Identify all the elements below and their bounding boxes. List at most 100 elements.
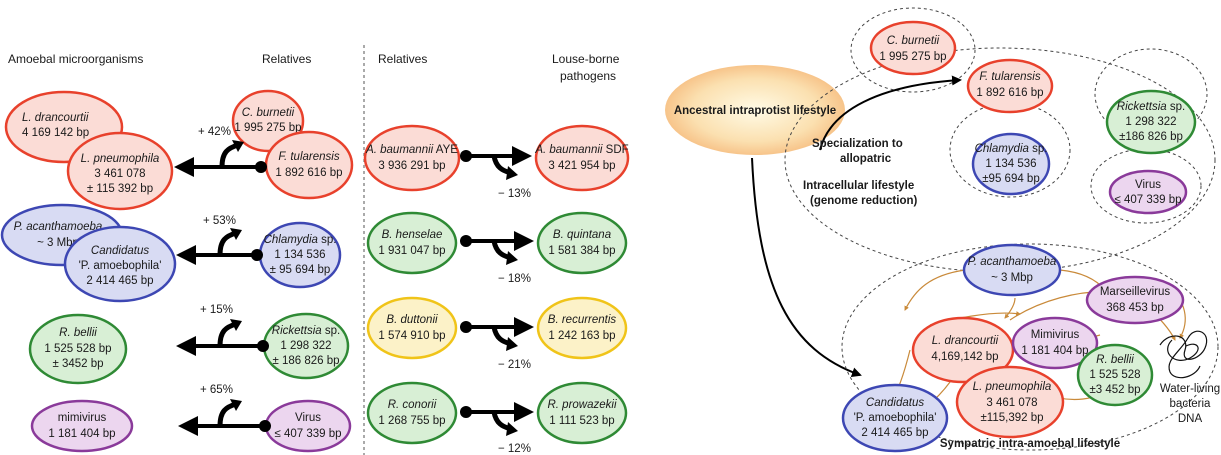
header-louse-borne-2: pathogens xyxy=(560,69,616,83)
water-label-1: Water-living xyxy=(1160,383,1220,395)
node-rickettsia-c: Rickettsia sp. 1 298 322 ±186 826 bp xyxy=(1105,89,1197,155)
svg-text:B. recurrentis: B. recurrentis xyxy=(548,314,617,326)
node-a-baumannii-sdf: A. baumannii SDF 3 421 954 bp xyxy=(534,124,630,192)
loss-arrow-1: − 13% xyxy=(460,146,532,200)
svg-text:1 181 404 bp: 1 181 404 bp xyxy=(1021,345,1088,357)
svg-text:'P. amoebophila': 'P. amoebophila' xyxy=(79,260,162,272)
node-f-tularensis-c: F. tularensis 1 892 616 bp xyxy=(966,58,1054,114)
node-a-baumannii-aye: A. baumannii AYE 3 936 291 bp xyxy=(363,124,461,192)
svg-text:Specialization to: Specialization to xyxy=(812,138,903,150)
svg-text:+ 53%: + 53% xyxy=(203,215,236,227)
svg-text:± 95 694 bp: ± 95 694 bp xyxy=(270,264,331,276)
svg-text:2 414 465 bp: 2 414 465 bp xyxy=(861,427,928,439)
header-relatives-left: Relatives xyxy=(262,52,311,66)
loss-arrow-3: − 21% xyxy=(460,317,534,371)
svg-text:4,169,142 bp: 4,169,142 bp xyxy=(931,351,998,363)
svg-text:3 461 078: 3 461 078 xyxy=(986,397,1037,409)
svg-text:Candidatus: Candidatus xyxy=(866,397,924,409)
node-virus: Virus ≤ 407 339 bp xyxy=(264,399,352,453)
svg-text:L. pneumophila: L. pneumophila xyxy=(973,381,1052,393)
svg-text:Rickettsia sp.: Rickettsia sp. xyxy=(272,325,340,337)
svg-text:4 169 142 bp: 4 169 142 bp xyxy=(22,127,89,139)
water-label-2: bacteria xyxy=(1170,398,1212,410)
svg-text:A. baumannii AYE: A. baumannii AYE xyxy=(365,144,458,156)
svg-text:Virus: Virus xyxy=(1135,179,1161,191)
allopatric-circle-1 xyxy=(850,7,976,93)
svg-text:1 995 275 bp: 1 995 275 bp xyxy=(879,51,946,63)
svg-text:A. baumannii SDF: A. baumannii SDF xyxy=(534,144,628,156)
svg-text:1 298 322: 1 298 322 xyxy=(280,340,331,352)
node-r-prowazekii: R. prowazekii 1 111 523 bp xyxy=(536,381,628,445)
svg-text:L. pneumophila: L. pneumophila xyxy=(81,153,160,165)
svg-text:C. burnetii: C. burnetii xyxy=(887,35,940,47)
svg-text:+ 15%: + 15% xyxy=(200,304,233,316)
gain-arrow-2: + 53% xyxy=(176,215,263,265)
svg-text:+ 42%: + 42% xyxy=(198,126,231,138)
svg-text:± 186 826 bp: ± 186 826 bp xyxy=(272,355,339,367)
svg-text:1 268 755 bp: 1 268 755 bp xyxy=(378,415,445,427)
svg-text:− 13%: − 13% xyxy=(498,188,531,200)
node-b-recurrentis: B. recurrentis 1 242 163 bp xyxy=(536,296,628,360)
svg-text:±186 826 bp: ±186 826 bp xyxy=(1119,131,1183,143)
sympatric-arrow xyxy=(751,157,862,378)
node-r-bellii-c: R. bellii 1 525 528 ±3 452 bp xyxy=(1076,343,1154,407)
sympatric-circle xyxy=(841,243,1219,451)
svg-text:R. conorii: R. conorii xyxy=(388,399,437,411)
svg-text:F. tularensis: F. tularensis xyxy=(278,151,339,163)
svg-text:F. tularensis: F. tularensis xyxy=(979,71,1040,83)
node-l-pneumophila-c: L. pneumophila 3 461 078 ±115,392 bp xyxy=(955,365,1065,439)
svg-text:B. duttonii: B. duttonii xyxy=(386,314,438,326)
svg-text:1 892 616 bp: 1 892 616 bp xyxy=(976,87,1043,99)
svg-text:3 461 078: 3 461 078 xyxy=(94,168,145,180)
svg-text:Chlamydia sp.: Chlamydia sp. xyxy=(264,234,337,246)
svg-text:− 21%: − 21% xyxy=(498,359,531,371)
node-rickettsia: Rickettsia sp. 1 298 322 ± 186 826 bp xyxy=(262,312,350,380)
svg-text:− 12%: − 12% xyxy=(498,443,531,455)
svg-text:3 421 954 bp: 3 421 954 bp xyxy=(548,160,615,172)
dna-scribble-icon xyxy=(1159,330,1208,379)
node-b-duttonii: B. duttonii 1 574 910 bp xyxy=(366,296,458,360)
node-chlamydia: Chlamydia sp. 1 134 536 ± 95 694 bp xyxy=(258,221,342,289)
water-label-3: DNA xyxy=(1178,413,1203,425)
node-p-acanthamoeba-c: P. acanthamoeba ~ 3 Mbp xyxy=(962,243,1062,297)
header-louse-borne-1: Louse-borne xyxy=(552,52,620,66)
svg-text:Candidatus: Candidatus xyxy=(91,245,149,257)
svg-text:− 18%: − 18% xyxy=(498,273,531,285)
svg-text:Virus: Virus xyxy=(295,412,321,424)
svg-text:1 574 910 bp: 1 574 910 bp xyxy=(378,330,445,342)
svg-text:1 181 404 bp: 1 181 404 bp xyxy=(48,428,115,440)
svg-text:1 995 275 bp: 1 995 275 bp xyxy=(234,122,301,134)
svg-text:1 892 616 bp: 1 892 616 bp xyxy=(275,167,342,179)
svg-text:≤ 407 339 bp: ≤ 407 339 bp xyxy=(274,428,341,440)
svg-text:1 525 528: 1 525 528 xyxy=(1089,369,1140,381)
gain-arrow-3: + 15% xyxy=(176,304,269,356)
svg-text:±115,392 bp: ±115,392 bp xyxy=(980,412,1043,424)
svg-text:±3 452 bp: ±3 452 bp xyxy=(1089,384,1140,396)
loss-arrow-2: − 18% xyxy=(460,231,534,285)
svg-text:1 111 523 bp: 1 111 523 bp xyxy=(549,415,614,427)
svg-text:Marseillevirus: Marseillevirus xyxy=(1100,286,1171,298)
svg-text:+ 65%: + 65% xyxy=(200,384,233,396)
svg-text:1 298 322: 1 298 322 xyxy=(1125,116,1176,128)
svg-text:1 134 536: 1 134 536 xyxy=(274,249,325,261)
gain-arrow-1: + 42% xyxy=(174,126,267,177)
node-chlamydia-c: Chlamydia sp. 1 134 536 ±95 694 bp xyxy=(971,132,1051,196)
svg-text:R. bellii: R. bellii xyxy=(59,327,97,339)
node-mimivirus-c: Mimivirus 1 181 404 bp xyxy=(1011,316,1099,370)
header-relatives-right: Relatives xyxy=(378,52,427,66)
ancestral-lifestyle-blob: Ancestral intraprotist lifestyle xyxy=(665,65,845,155)
svg-text:1 931 047 bp: 1 931 047 bp xyxy=(378,245,445,257)
svg-text:(genome reduction): (genome reduction) xyxy=(810,195,918,207)
svg-text:Mimivirus: Mimivirus xyxy=(1031,329,1080,341)
svg-text:3 936 291 bp: 3 936 291 bp xyxy=(378,160,445,172)
svg-text:P. acanthamoeba: P. acanthamoeba xyxy=(968,256,1057,268)
loss-arrow-4: − 12% xyxy=(460,402,534,455)
header-amoebal-microorganisms: Amoebal microorganisms xyxy=(8,52,143,66)
svg-text:2 414 465 bp: 2 414 465 bp xyxy=(86,275,153,287)
svg-text:R. bellii: R. bellii xyxy=(1096,354,1134,366)
svg-text:± 3452 bp: ± 3452 bp xyxy=(52,358,103,370)
svg-text:mimivirus: mimivirus xyxy=(58,412,107,424)
svg-text:L. drancourtii: L. drancourtii xyxy=(22,112,89,124)
svg-text:Rickettsia sp.: Rickettsia sp. xyxy=(1117,101,1185,113)
